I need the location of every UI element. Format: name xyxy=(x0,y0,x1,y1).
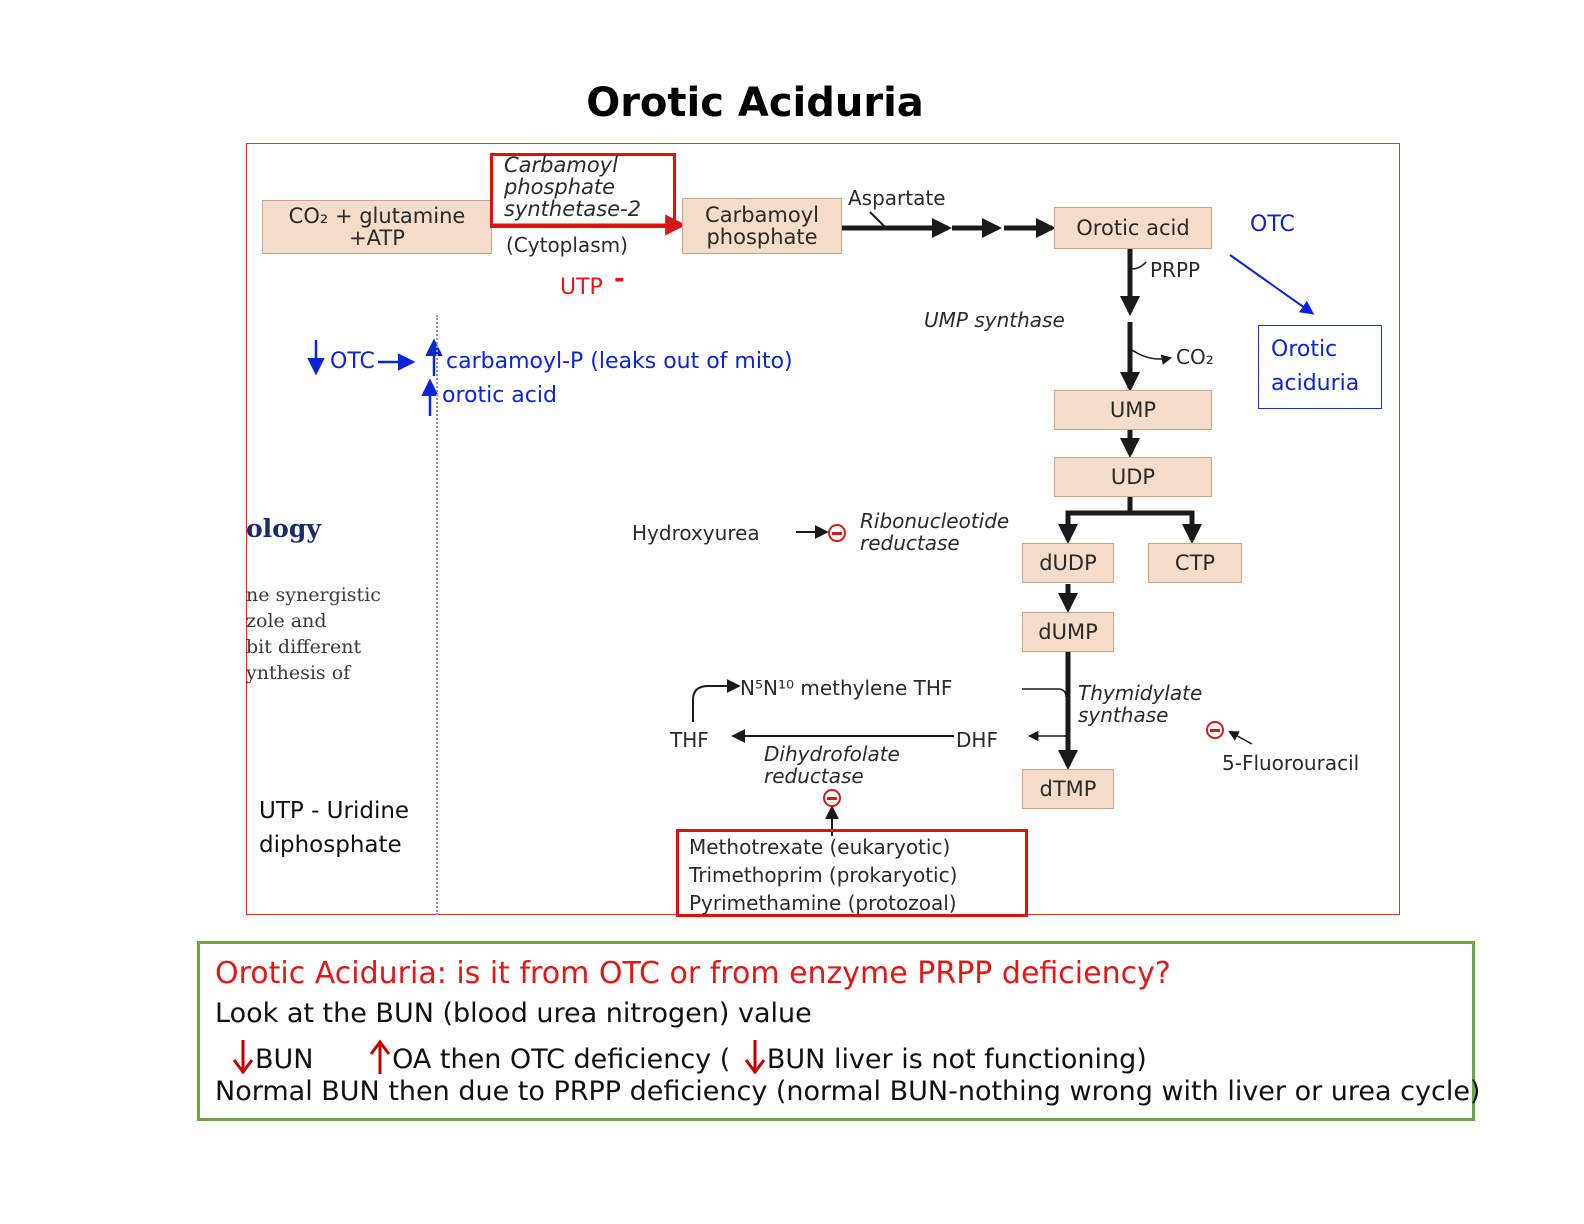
summary-box: Orotic Aciduria: is it from OTC or from … xyxy=(197,941,1480,1121)
cropped-line-4: ynthesis of xyxy=(246,662,351,684)
fluorouracil-label: 5-Fluorouracil xyxy=(1222,751,1360,775)
cropped-line-3: bit different xyxy=(246,636,362,658)
arrow-down-icon xyxy=(232,1040,254,1075)
fluorouracil-inhibit-icon xyxy=(1206,721,1224,739)
orotic-aciduria-line-2: aciduria xyxy=(1271,371,1360,396)
co2-glutamine-box: CO₂ + glutamine +ATP xyxy=(262,200,492,254)
dudp-box: dUDP xyxy=(1022,543,1114,583)
prpp-label: PRPP xyxy=(1150,258,1201,282)
thymidylate-synthase-line-2: synthase xyxy=(1078,703,1169,727)
utp-label: UTP xyxy=(560,275,603,300)
summary-line-2: BUN OA then OTC deficiency ( BUN liver i… xyxy=(215,1038,1147,1076)
otc-left-label: OTC xyxy=(330,349,375,374)
cropped-line-1: ne synergistic xyxy=(246,584,381,606)
dhf-label: DHF xyxy=(956,728,998,752)
aspartate-label: Aspartate xyxy=(848,186,946,210)
cps2-line-3: synthetase-2 xyxy=(504,197,642,221)
ctp-box: CTP xyxy=(1148,543,1242,583)
udp-box: UDP xyxy=(1054,457,1212,497)
carbamoyl-phosphate-line-1: Carbamoyl xyxy=(705,203,819,227)
hydroxyurea-label: Hydroxyurea xyxy=(632,521,760,545)
utp-note-line-2: diphosphate xyxy=(259,832,402,858)
cytoplasm-label: (Cytoplasm) xyxy=(506,233,628,257)
thymidylate-synthase-line-1: Thymidylate xyxy=(1078,681,1203,705)
ribonucleotide-reductase-line-2: reductase xyxy=(860,531,960,555)
cps2-line-1: Carbamoyl xyxy=(504,153,618,177)
utp-inhibit-sign: - xyxy=(614,264,625,294)
crop-divider xyxy=(436,315,438,915)
hydroxyurea-inhibit-icon xyxy=(828,524,846,542)
orotic-acid-box: Orotic acid xyxy=(1054,207,1212,249)
ump-box: UMP xyxy=(1054,390,1212,430)
bun-liver-label: BUN liver is not functioning) xyxy=(766,1044,1147,1075)
cps2-line-2: phosphate xyxy=(504,175,616,199)
page-title: Orotic Aciduria xyxy=(586,80,924,126)
drug-trimethoprim: Trimethoprim (prokaryotic) xyxy=(689,863,958,887)
co2-glutamine-label: CO₂ + glutamine xyxy=(288,204,466,228)
arrow-up-icon xyxy=(369,1039,391,1074)
drugs-highlight xyxy=(676,829,1028,917)
orotic-aciduria-box xyxy=(1258,325,1382,409)
carbamoyl-leak-label: carbamoyl-P (leaks out of mito) xyxy=(446,349,793,374)
dhfr-line-2: reductase xyxy=(764,764,864,788)
thf-label: THF xyxy=(670,728,709,752)
dump-box: dUMP xyxy=(1022,612,1114,652)
summary-line-3: Normal BUN then due to PRPP deficiency (… xyxy=(215,1076,1481,1107)
carbamoyl-phosphate-box: Carbamoyl phosphate xyxy=(682,198,842,254)
methylene-thf-label: N⁵N¹⁰ methylene THF xyxy=(740,676,953,700)
dhfr-inhibit-icon xyxy=(823,789,841,807)
utp-note-line-1: UTP - Uridine xyxy=(259,798,410,824)
cropped-heading: ology xyxy=(246,514,321,543)
bun-label: BUN xyxy=(255,1044,314,1075)
cps2-highlight xyxy=(490,153,676,228)
atp-label: +ATP xyxy=(349,226,405,250)
ump-synthase-label: UMP synthase xyxy=(924,308,1065,332)
orotic-aciduria-line-1: Orotic xyxy=(1271,337,1338,362)
drug-pyrimethamine: Pyrimethamine (protozoal) xyxy=(689,891,957,915)
cropped-line-2: zole and xyxy=(246,610,327,632)
ribonucleotide-reductase-line-1: Ribonucleotide xyxy=(860,509,1010,533)
otc-right-label: OTC xyxy=(1250,212,1295,237)
summary-line-1: Look at the BUN (blood urea nitrogen) va… xyxy=(215,998,812,1029)
dtmp-box: dTMP xyxy=(1022,769,1114,809)
summary-question: Orotic Aciduria: is it from OTC or from … xyxy=(215,956,1171,991)
drug-methotrexate: Methotrexate (eukaryotic) xyxy=(689,835,951,859)
dhfr-line-1: Dihydrofolate xyxy=(764,742,900,766)
oa-then-label: OA then OTC deficiency ( xyxy=(392,1044,731,1075)
arrow-down-icon xyxy=(744,1040,766,1075)
carbamoyl-phosphate-line-2: phosphate xyxy=(706,225,818,249)
co2-label: CO₂ xyxy=(1176,345,1214,369)
orotic-acid-up-label: orotic acid xyxy=(442,383,557,408)
